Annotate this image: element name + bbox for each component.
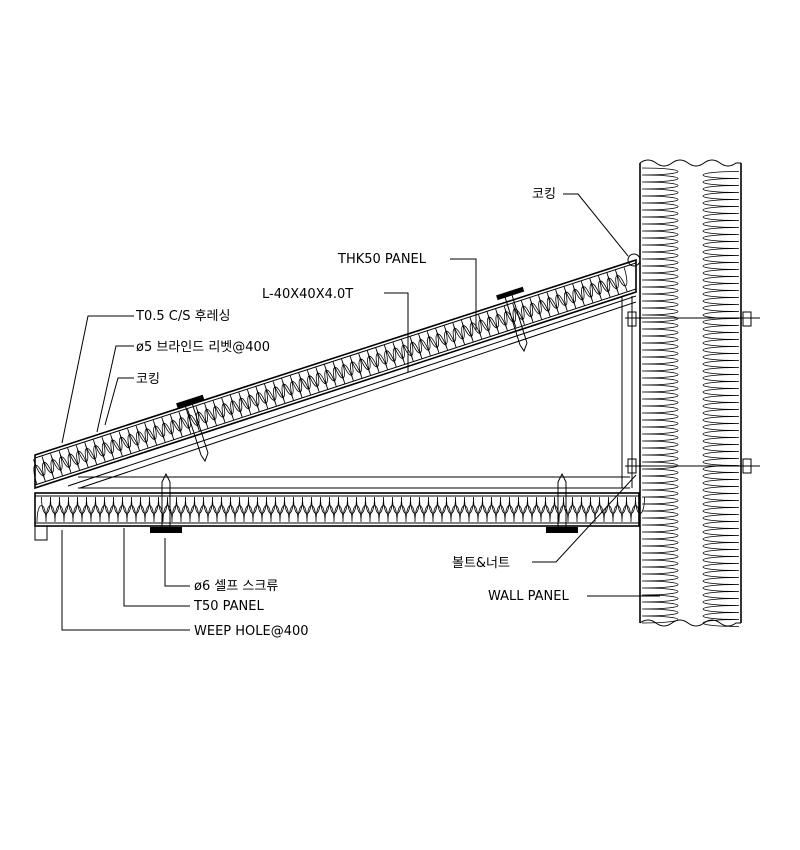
- label-bolt-nut: 볼트&너트: [452, 556, 510, 571]
- leader-lines: [61, 193, 660, 631]
- screw-left: [150, 472, 182, 533]
- screw-right: [546, 472, 578, 533]
- fasteners: [150, 253, 641, 533]
- rivet-upper: [496, 286, 528, 353]
- label-caulking-left: 코킹: [136, 372, 160, 387]
- label-thk50-panel: THK50 PANEL: [337, 252, 427, 267]
- label-caulking-top: 코킹: [532, 187, 556, 202]
- label-angle: L-40X40X4.0T: [262, 287, 353, 302]
- label-flashing: T0.5 C/S 후레싱: [135, 309, 230, 324]
- horizontal-insulation-pattern: [36, 496, 645, 523]
- sloped-panel: [33, 258, 637, 490]
- label-self-screw: ø6 셀프 스크류: [194, 579, 278, 594]
- label-blind-rivet: ø5 브라인드 리벳@400: [136, 340, 270, 355]
- rivet-middle: [176, 394, 209, 463]
- horizontal-panel: [34, 492, 645, 541]
- sloped-insulation-pattern: [33, 266, 628, 485]
- wall-panel: [625, 159, 760, 627]
- label-t50-panel: T50 PANEL: [193, 599, 264, 614]
- label-weep-hole: WEEP HOLE@400: [194, 624, 309, 639]
- label-wall-panel: WALL PANEL: [488, 589, 569, 604]
- wall-insulation-pattern: [641, 167, 740, 627]
- angle-frame: [67, 295, 637, 489]
